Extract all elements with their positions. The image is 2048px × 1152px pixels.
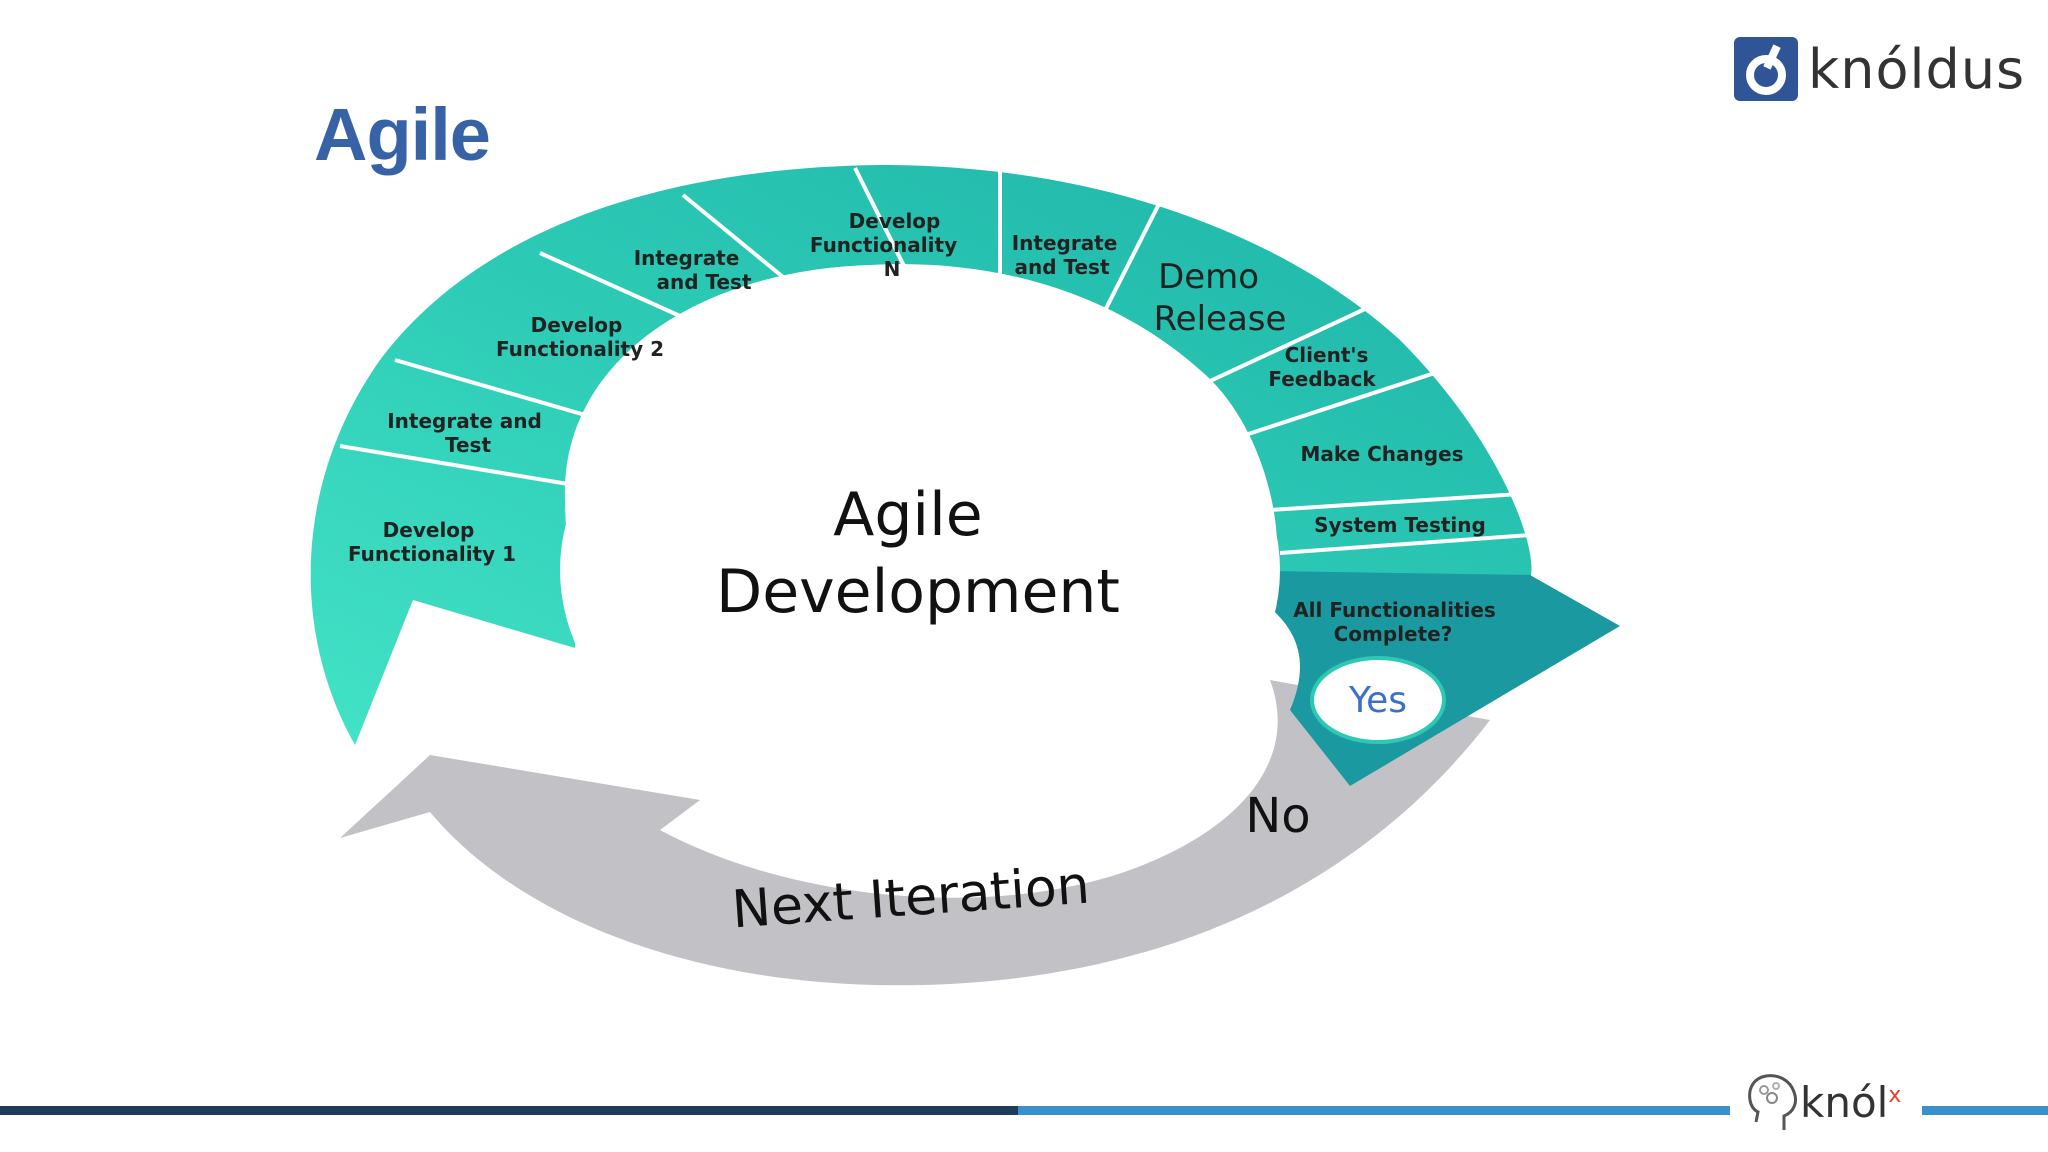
next-iteration-arrow bbox=[340, 680, 1490, 986]
segment-label: Integrate and Test bbox=[387, 409, 549, 457]
segment-dividers bbox=[339, 166, 1531, 555]
no-label: No bbox=[1245, 788, 1310, 844]
segment-label: Integrate and Test bbox=[634, 246, 752, 294]
segment-label: Integrate and Test bbox=[1012, 231, 1125, 279]
segment-label: Develop Functionality 2 bbox=[496, 313, 664, 361]
segment-label: Demo Release bbox=[1154, 257, 1287, 339]
knoldus-wordmark: knóldus bbox=[1808, 37, 2026, 101]
knoldus-logo-icon bbox=[1734, 37, 1798, 101]
segment-label: Develop Functionality N bbox=[810, 209, 964, 281]
knolx-wordmark: knólx bbox=[1800, 1077, 1902, 1127]
slide-title: Agile bbox=[314, 93, 491, 176]
footer-bar-left bbox=[0, 1106, 1018, 1115]
center-title-line-1: Agile bbox=[833, 480, 982, 550]
teal-ring bbox=[310, 165, 1532, 745]
knolx-head-icon bbox=[1748, 1074, 1798, 1130]
yes-badge bbox=[1310, 656, 1446, 744]
segment-label: Develop Functionality 1 bbox=[348, 518, 516, 566]
segment-label: All Functionalities Complete? bbox=[1293, 598, 1503, 646]
knolx-logo: knólx bbox=[1730, 1052, 1922, 1152]
knoldus-logo: knóldus bbox=[1734, 34, 2025, 104]
center-title-line-2: Development bbox=[716, 557, 1120, 627]
footer-bar-right bbox=[1018, 1106, 2048, 1115]
yes-label: Yes bbox=[1348, 680, 1407, 721]
segment-label: System Testing bbox=[1314, 513, 1486, 537]
segment-label: Make Changes bbox=[1300, 442, 1463, 466]
segment-label: Client's Feedback bbox=[1268, 343, 1376, 391]
center-hole bbox=[560, 315, 1280, 825]
